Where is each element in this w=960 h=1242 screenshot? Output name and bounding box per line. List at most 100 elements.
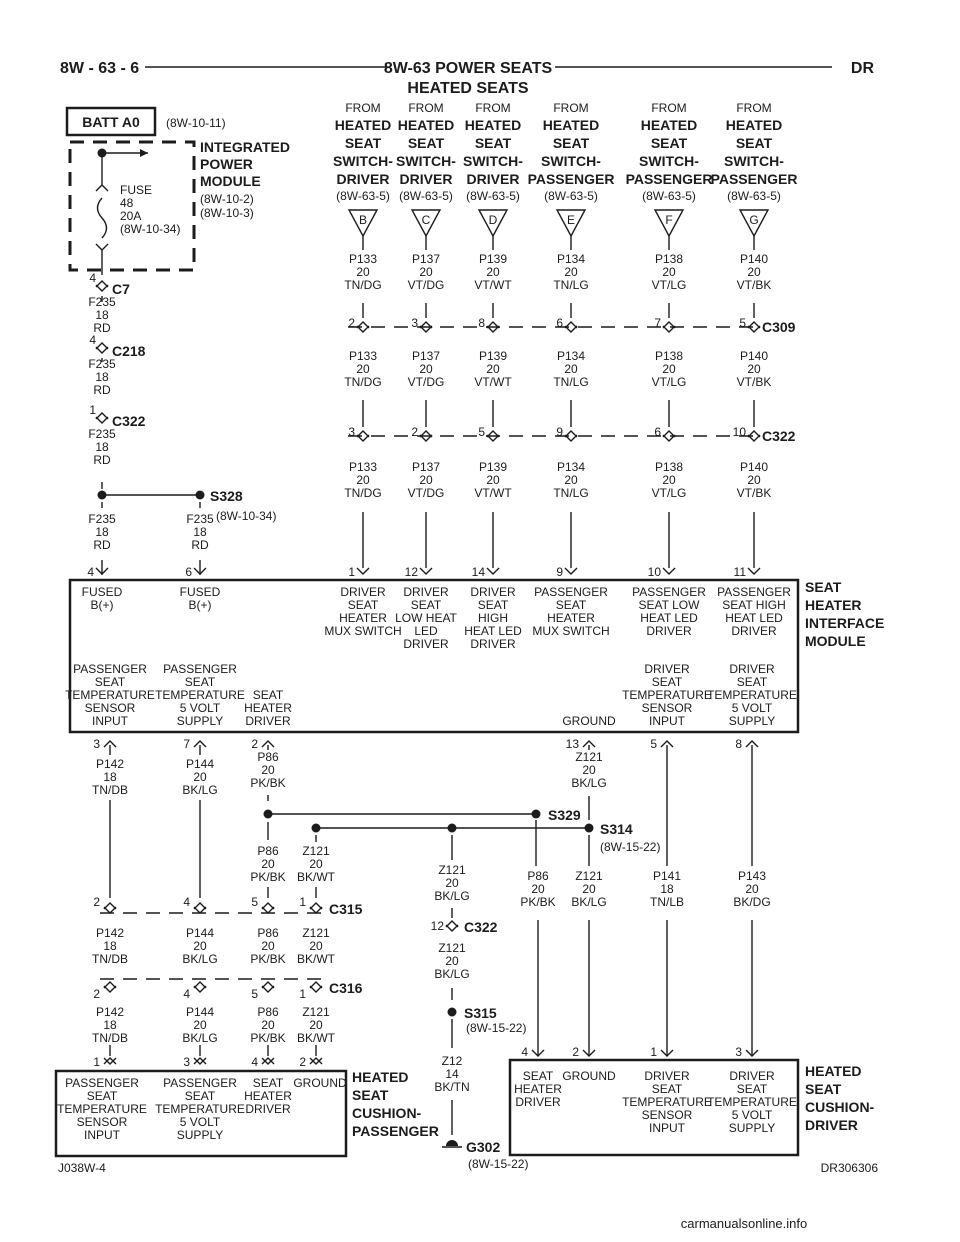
source-letter: G — [749, 213, 758, 227]
heated-seat-cushion-driver — [508, 1058, 800, 1157]
c315-pin — [193, 906, 207, 914]
pin-terminal — [745, 740, 759, 748]
splice-s315 — [447, 1007, 457, 1017]
ipm-title: MODULE — [200, 173, 261, 189]
source-triangle — [738, 209, 770, 238]
wire-label: 18 — [103, 1018, 117, 1032]
pin-terminal — [662, 567, 676, 575]
wire-label: Z121 — [438, 941, 466, 955]
pin-number: 1 — [348, 565, 355, 579]
module-function: SEAT — [737, 675, 768, 689]
c322-pin — [564, 434, 578, 442]
module-function: 5 VOLT — [180, 1115, 221, 1129]
pin-number: 9 — [556, 425, 563, 439]
module-function: SEAT LOW — [639, 598, 701, 612]
source-label: SWITCH- — [333, 153, 393, 169]
module-function: SEAT — [478, 598, 509, 612]
source-label: SWITCH- — [541, 153, 601, 169]
module-function: INPUT — [92, 714, 129, 728]
wire-label: 20 — [356, 362, 370, 376]
source-ref: (8W-63-5) — [399, 189, 453, 203]
module-function: 5 VOLT — [732, 1108, 773, 1122]
module-function: HEATER — [244, 1089, 292, 1103]
pin-number: 5 — [739, 316, 746, 330]
module-title: HEATER — [805, 597, 862, 613]
source-letter: C — [422, 213, 431, 227]
wire-label: P144 — [186, 757, 214, 771]
pin-terminal — [103, 1057, 117, 1065]
wire-label: P86 — [257, 844, 279, 858]
pin-number: 7 — [183, 737, 190, 751]
pin-terminal — [261, 1057, 275, 1065]
wire-label: BK/TN — [434, 1080, 469, 1094]
connector-label: C315 — [329, 901, 363, 917]
module-function: FUSED — [82, 585, 123, 599]
module-function: FUSED — [180, 585, 221, 599]
wire-label: 20 — [261, 857, 275, 871]
module-function: SEAT — [95, 675, 126, 689]
wire-label: 20 — [564, 362, 578, 376]
watermark: carmanualsonline.info — [681, 1216, 807, 1231]
pin-terminal — [95, 184, 109, 192]
wire-label: 20 — [662, 473, 676, 487]
wire-label: RD — [93, 538, 111, 552]
c315-pin — [309, 906, 323, 914]
wire-label: VT/LG — [652, 278, 687, 292]
splice-ref: (8W-10-34) — [216, 509, 276, 523]
module-function: SUPPLY — [729, 714, 775, 728]
cushion-title: SEAT — [805, 1081, 842, 1097]
pin-number: 2 — [251, 737, 258, 751]
wire-label: P86 — [257, 1005, 279, 1019]
source-ref: (8W-63-5) — [727, 189, 781, 203]
module-function: HEATER — [547, 611, 595, 625]
connector-label: C309 — [762, 319, 796, 335]
module-function: TEMPERATURE — [155, 688, 245, 702]
pin-number: 3 — [735, 1045, 742, 1059]
pin-number: 5 — [251, 895, 258, 909]
module-function: LED — [414, 624, 438, 638]
wire-label: 20 — [445, 876, 459, 890]
wire-label: TN/DB — [92, 783, 128, 797]
wire-label: 20 — [564, 265, 578, 279]
module-function: INPUT — [649, 1121, 686, 1135]
c322-pin — [445, 924, 459, 932]
module-function: SUPPLY — [177, 1128, 223, 1142]
wire-label: VT/BK — [737, 278, 772, 292]
pin-number: 4 — [89, 333, 96, 347]
module-function: DRIVER — [340, 585, 386, 599]
pin-number: 3 — [183, 1055, 190, 1069]
pin-number: 4 — [183, 895, 190, 909]
source-label: DRIVER — [467, 171, 520, 187]
module-function: 5 VOLT — [732, 701, 773, 715]
pin-terminal — [582, 740, 596, 748]
pin-terminal — [95, 243, 109, 251]
module-function: 5 VOLT — [180, 701, 221, 715]
wire-label: PK/BK — [250, 952, 285, 966]
pin-number: 3 — [348, 425, 355, 439]
ground-g302-icon — [446, 1140, 458, 1146]
source-label: DRIVER — [337, 171, 390, 187]
wire-label: 20 — [309, 857, 323, 871]
wire-label: TN/LG — [553, 375, 588, 389]
source-label: FROM — [475, 101, 510, 115]
source-label: HEATED — [398, 117, 455, 133]
pin-terminal — [95, 567, 109, 575]
wire-label: Z12 — [442, 1054, 463, 1068]
c322-pin — [662, 430, 676, 438]
module-function: HEATER — [514, 1082, 562, 1096]
wire-label: P142 — [96, 757, 124, 771]
module-function: HEAT LED — [464, 624, 522, 638]
module-function: GROUND — [293, 1076, 347, 1090]
wire-label: VT/DG — [408, 278, 445, 292]
c315-pin — [309, 902, 323, 910]
pin-terminal — [531, 1049, 545, 1057]
pin-number: 6 — [556, 316, 563, 330]
cushion-title: DRIVER — [805, 1117, 858, 1133]
cushion-title: HEATED — [352, 1069, 409, 1085]
source-triangle — [410, 209, 442, 238]
module-function: GROUND — [562, 1069, 616, 1083]
wire-label: BK/LG — [571, 895, 606, 909]
pin-terminal — [103, 740, 117, 748]
c309-pin — [419, 325, 433, 333]
wire-label: P143 — [738, 869, 766, 883]
